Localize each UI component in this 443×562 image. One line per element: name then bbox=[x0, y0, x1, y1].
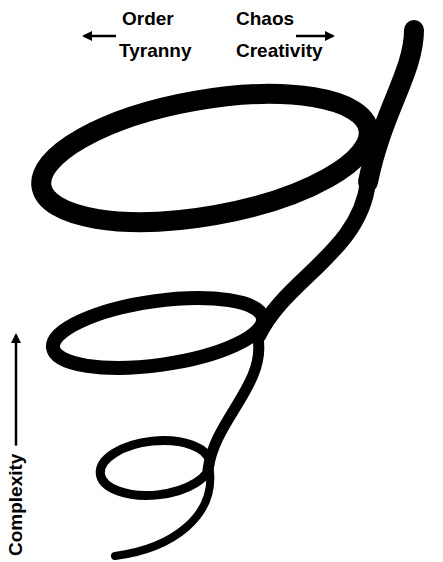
axis-label: Complexity bbox=[5, 454, 27, 556]
axis-label: Tyranny bbox=[119, 40, 192, 62]
axis-label: Chaos bbox=[236, 8, 294, 30]
axis-label: Order bbox=[122, 8, 174, 30]
right-arrow bbox=[296, 35, 333, 38]
axis-label: Creativity bbox=[236, 40, 323, 62]
up-arrow bbox=[15, 335, 18, 446]
left-arrow bbox=[84, 35, 116, 38]
